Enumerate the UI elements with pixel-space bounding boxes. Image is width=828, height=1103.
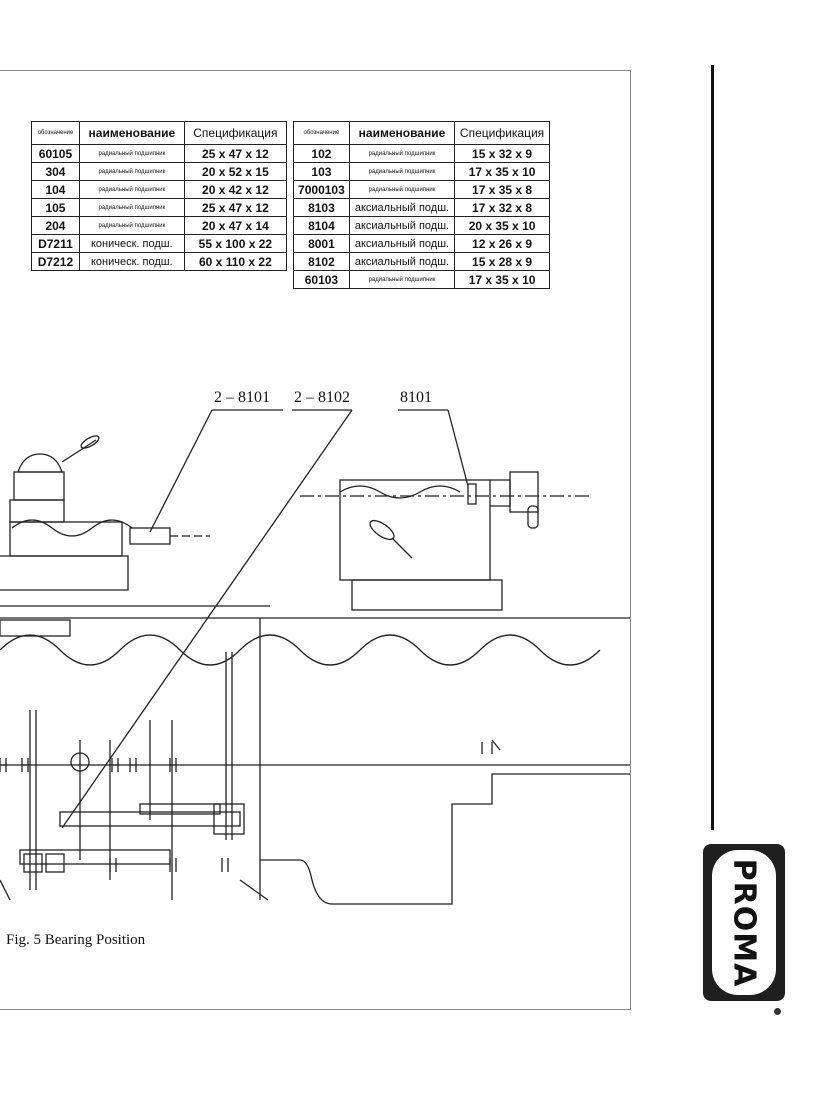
bearing-name: аксиальный подш. — [348, 234, 456, 253]
bearing-code: 8001 — [293, 234, 350, 253]
bearing-name: аксиальный подш. — [348, 252, 456, 271]
bearing-code: 60105 — [31, 144, 80, 163]
bearing-spec: 15 x 28 x 9 — [454, 252, 550, 271]
column-header-specification: Спецификация — [454, 121, 550, 145]
column-header-designation: обозначение — [31, 121, 80, 145]
bearing-code: D7211 — [31, 234, 80, 253]
figure-caption: Fig. 5 Bearing Position — [6, 932, 146, 948]
bearing-code: 7000103 — [293, 180, 350, 199]
bearing-name: аксиальный подш. — [348, 198, 456, 217]
callout-label-2-8101: 2 – 8101 — [214, 389, 270, 406]
proma-logo: PROMA — [703, 844, 785, 1001]
bearing-code: 8102 — [293, 252, 350, 271]
bearing-table-left: обозначение наименование Спецификация 60… — [31, 121, 288, 271]
bearing-spec: 60 x 110 x 22 — [183, 252, 288, 271]
bearing-name: радиальный подшипник — [348, 270, 456, 289]
machine-bed — [0, 605, 630, 905]
bearing-name: коническ. подш. — [78, 252, 185, 271]
bearing-spec: 25 x 47 x 12 — [183, 198, 288, 217]
column-header-name: наименование — [348, 121, 456, 145]
bearing-name: радиальный подшипник — [78, 162, 185, 181]
bearing-code: 8104 — [293, 216, 350, 235]
bearing-spec: 25 x 47 x 12 — [183, 144, 288, 163]
left-column-assembly — [0, 435, 210, 591]
bearing-code: 105 — [31, 198, 80, 217]
page-frame — [0, 70, 631, 1010]
bearing-code: D7212 — [31, 252, 80, 271]
vertical-divider — [711, 65, 714, 830]
bearing-code: 60103 — [293, 270, 350, 289]
bearing-name: коническ. подш. — [78, 234, 185, 253]
bearing-name: радиальный подшипник — [78, 216, 185, 235]
bearing-spec: 15 x 32 x 9 — [454, 144, 550, 163]
bearing-spec: 17 x 35 x 10 — [454, 162, 550, 181]
right-tailstock-assembly — [300, 471, 590, 611]
registered-mark-icon — [774, 1008, 781, 1015]
bearing-name: аксиальный подш. — [348, 216, 456, 235]
bearing-spec: 20 x 35 x 10 — [454, 216, 550, 235]
bearing-spec: 12 x 26 x 9 — [454, 234, 550, 253]
bearing-table-right: обозначение наименование Спецификация 10… — [293, 121, 550, 289]
bearing-name: радиальный подшипник — [78, 180, 185, 199]
bearing-code: 104 — [31, 180, 80, 199]
bearing-spec: 55 x 100 x 22 — [183, 234, 288, 253]
bearing-spec: 17 x 35 x 10 — [454, 270, 550, 289]
bearing-spec: 17 x 35 x 8 — [454, 180, 550, 199]
bearing-code: 204 — [31, 216, 80, 235]
bearing-position-drawing — [0, 409, 630, 905]
column-header-name: наименование — [78, 121, 185, 145]
bearing-name: радиальный подшипник — [348, 144, 456, 163]
logo-text: PROMA — [726, 858, 762, 987]
bearing-code: 304 — [31, 162, 80, 181]
bearing-spec: 20 x 47 x 14 — [183, 216, 288, 235]
bearing-name: радиальный подшипник — [78, 144, 185, 163]
bearing-code: 103 — [293, 162, 350, 181]
table-header-row: обозначение наименование Спецификация — [31, 121, 288, 145]
callout-label-2-8102: 2 – 8102 — [294, 389, 350, 406]
bearing-code: 8103 — [293, 198, 350, 217]
table-header-row: обозначение наименование Спецификация — [293, 121, 550, 145]
bearing-name: радиальный подшипник — [348, 162, 456, 181]
bearing-spec: 20 x 52 x 15 — [183, 162, 288, 181]
bearing-code: 102 — [293, 144, 350, 163]
bearing-name: радиальный подшипник — [78, 198, 185, 217]
bearing-name: радиальный подшипник — [348, 180, 456, 199]
callout-label-8101: 8101 — [400, 389, 432, 406]
column-header-specification: Спецификация — [183, 121, 288, 145]
column-header-designation: обозначение — [293, 121, 350, 145]
bearing-spec: 17 x 32 x 8 — [454, 198, 550, 217]
logo-inner-panel: PROMA — [712, 850, 776, 995]
gearbox-assembly — [0, 652, 269, 901]
bearing-spec: 20 x 42 x 12 — [183, 180, 288, 199]
